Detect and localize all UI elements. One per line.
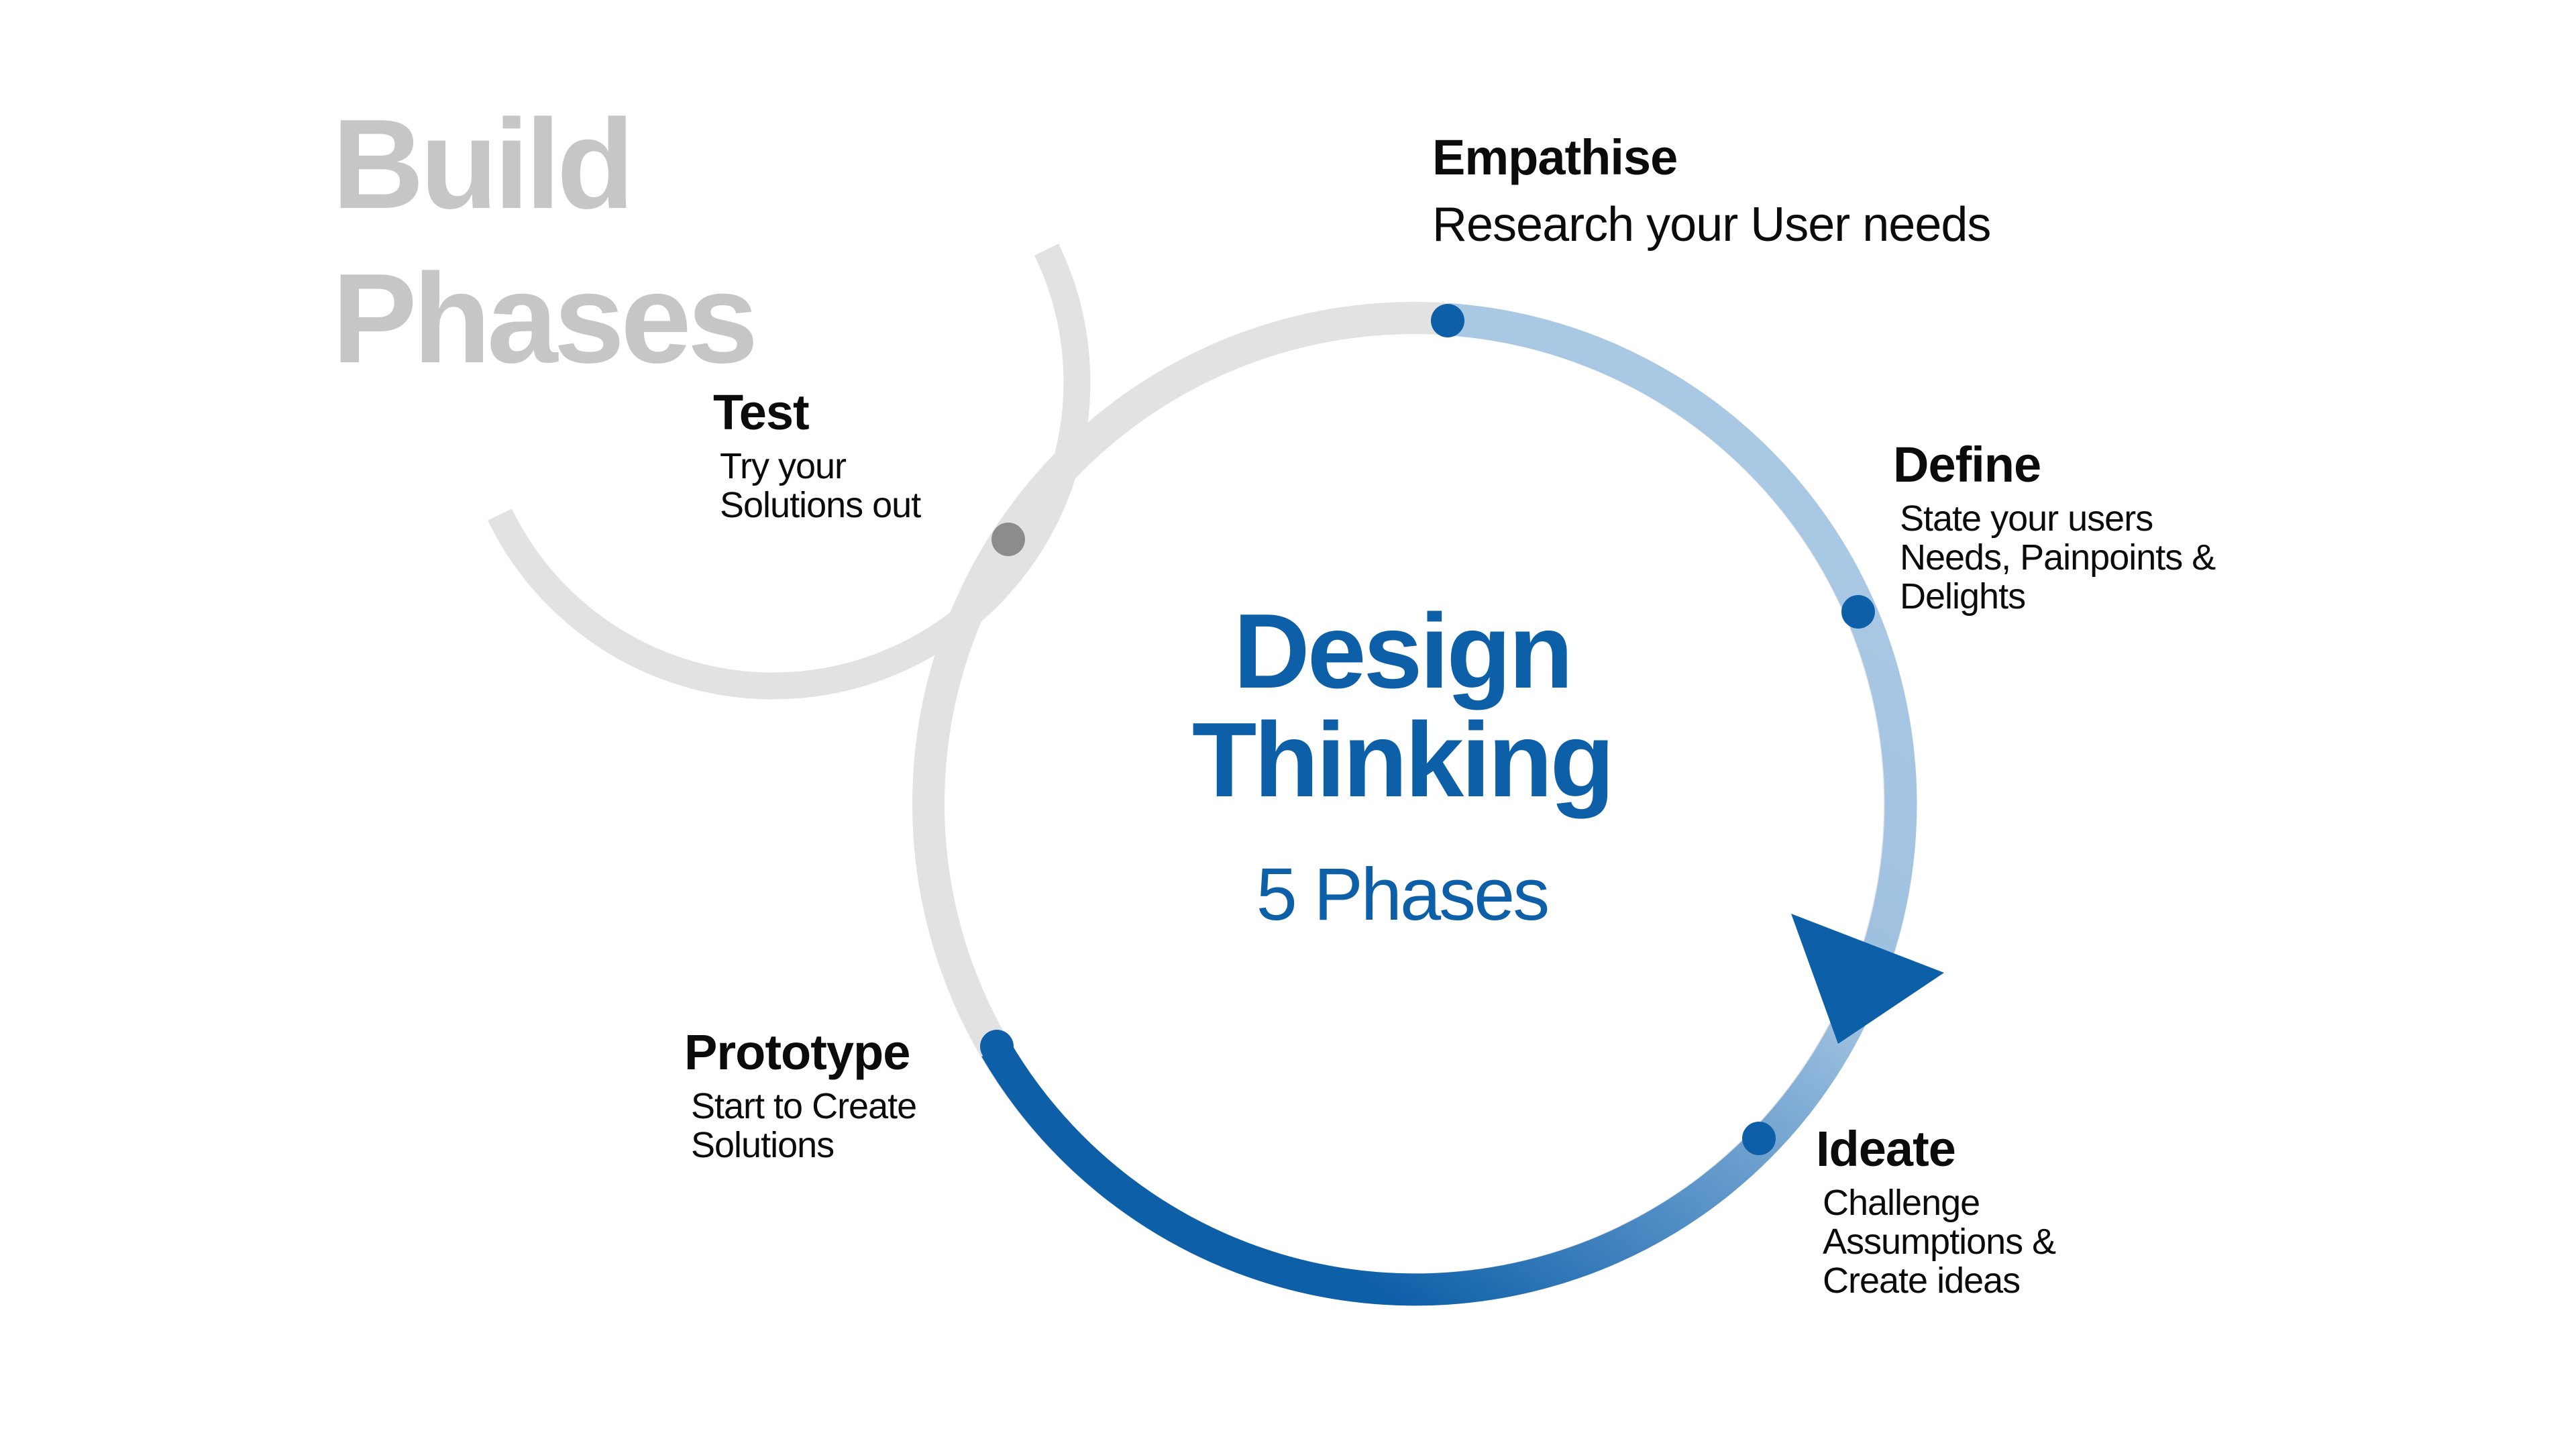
phase-description: Try your Solutions out bbox=[713, 446, 921, 525]
build-loop-arc bbox=[488, 244, 1091, 700]
heading-line-2: Phases bbox=[332, 248, 758, 390]
phase-title: Test bbox=[713, 384, 810, 440]
phase-desc-line: Solutions bbox=[691, 1125, 835, 1165]
phase-desc-line: Assumptions & bbox=[1823, 1222, 2056, 1262]
center-title-line-2: Thinking bbox=[1191, 701, 1615, 819]
phase-description: Start to Create Solutions bbox=[684, 1086, 917, 1165]
ideate-dot[interactable] bbox=[1742, 1122, 1776, 1155]
phase-desc-line: State your users bbox=[1900, 498, 2153, 539]
phase-description: State your users Needs, Painpoints & Del… bbox=[1893, 498, 2216, 616]
phase-description: Research your User needs bbox=[1432, 195, 1991, 255]
phase-test: Test Try your Solutions out bbox=[713, 382, 921, 525]
phase-define: Define State your users Needs, Painpoint… bbox=[1893, 435, 2216, 616]
phase-title: Ideate bbox=[1816, 1121, 1956, 1177]
test-dot[interactable] bbox=[991, 523, 1025, 556]
phase-title: Define bbox=[1893, 437, 2041, 492]
phase-empathise: Empathise Research your User needs bbox=[1432, 127, 1991, 255]
phase-title: Prototype bbox=[684, 1024, 910, 1080]
progress-arc bbox=[981, 303, 1917, 1306]
phase-desc-line: Challenge bbox=[1823, 1183, 1980, 1223]
phase-desc-line: Delights bbox=[1900, 576, 2026, 616]
phase-ideate: Ideate Challenge Assumptions & Create id… bbox=[1816, 1119, 2056, 1301]
heading-line-1: Build bbox=[332, 93, 635, 235]
phase-desc-line: Needs, Painpoints & bbox=[1900, 537, 2216, 578]
empathise-dot[interactable] bbox=[1431, 304, 1464, 337]
build-phases-heading: Build Phases bbox=[332, 87, 758, 396]
prototype-dot[interactable] bbox=[980, 1030, 1014, 1063]
phase-desc-line: Research your User needs bbox=[1432, 198, 1991, 252]
center-subtitle: 5 Phases bbox=[1256, 853, 1550, 936]
phase-desc-line: Try your bbox=[720, 446, 847, 486]
phase-desc-line: Solutions out bbox=[720, 485, 921, 525]
phase-description: Challenge Assumptions & Create ideas bbox=[1816, 1183, 2056, 1301]
phase-desc-line: Start to Create bbox=[691, 1086, 917, 1126]
center-title-line-1: Design bbox=[1233, 592, 1574, 710]
define-dot[interactable] bbox=[1841, 595, 1875, 629]
phase-desc-line: Create ideas bbox=[1823, 1260, 2021, 1301]
center-title: Design Thinking bbox=[1036, 597, 1768, 814]
phase-prototype: Prototype Start to Create Solutions bbox=[684, 1022, 917, 1165]
phase-title: Empathise bbox=[1432, 129, 1678, 185]
triangle-arrow-icon bbox=[1791, 914, 1944, 1044]
